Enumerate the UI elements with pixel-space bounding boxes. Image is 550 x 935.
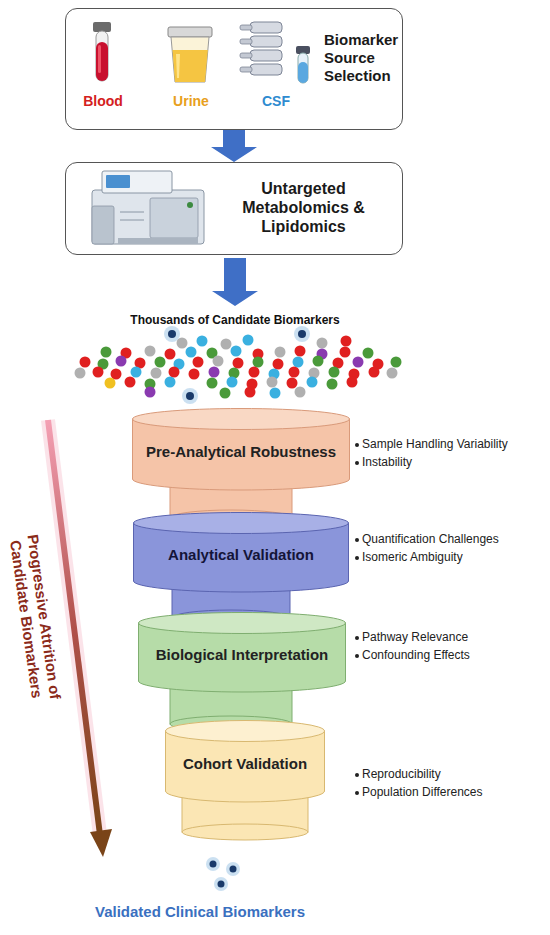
bullet-text: Population Differences <box>362 785 547 799</box>
funnel-stage: Cohort Validation <box>165 720 325 802</box>
bullet-dots <box>355 443 359 795</box>
bullet-text: Reproducibility <box>362 767 547 781</box>
attrition-arrow <box>48 420 112 857</box>
stage-top <box>133 409 350 430</box>
process-box: Untargeted Metabolomics & Lipidomics <box>65 162 403 255</box>
stage-title: Pre-Analytical Robustness <box>142 443 340 461</box>
box-title: Untargeted Metabolomics & Lipidomics <box>216 179 391 237</box>
stage-top <box>134 513 349 534</box>
bullet-text: Sample Handling Variability <box>362 437 547 451</box>
funnel-stage: Pre-Analytical Robustness <box>132 408 350 490</box>
bullet-text: Isomeric Ambiguity <box>362 550 547 564</box>
source-box: Blood Urine CSF Biomarker Source Selection <box>65 8 403 130</box>
bullet-text: Quantification Challenges <box>362 532 547 546</box>
validated-dots <box>206 857 240 891</box>
flow-arrow <box>211 130 257 162</box>
stage-top <box>166 721 325 742</box>
stage-title: Biological Interpretation <box>148 646 336 664</box>
candidate-dots <box>75 326 402 404</box>
bullet-text: Confounding Effects <box>362 648 547 662</box>
funnel-stage: Biological Interpretation <box>138 612 346 692</box>
source-label: CSF <box>246 93 306 110</box>
box-title: Biomarker Source Selection <box>324 31 402 85</box>
funnel-stage: Analytical Validation <box>133 512 349 592</box>
stage-title: Analytical Validation <box>143 546 339 564</box>
source-label: Urine <box>161 93 221 110</box>
attrition-label: Progressive Attrition of Candidate Bioma… <box>1 502 69 735</box>
bullet-text: Pathway Relevance <box>362 630 547 644</box>
bullet-text: Instability <box>362 455 547 469</box>
cluster-caption: Thousands of Candidate Biomarkers <box>85 313 385 327</box>
stage-top <box>139 613 346 634</box>
result-label: Validated Clinical Biomarkers <box>60 903 340 921</box>
stage-title: Cohort Validation <box>175 755 315 773</box>
source-label: Blood <box>73 93 133 110</box>
flow-arrow <box>212 258 258 306</box>
